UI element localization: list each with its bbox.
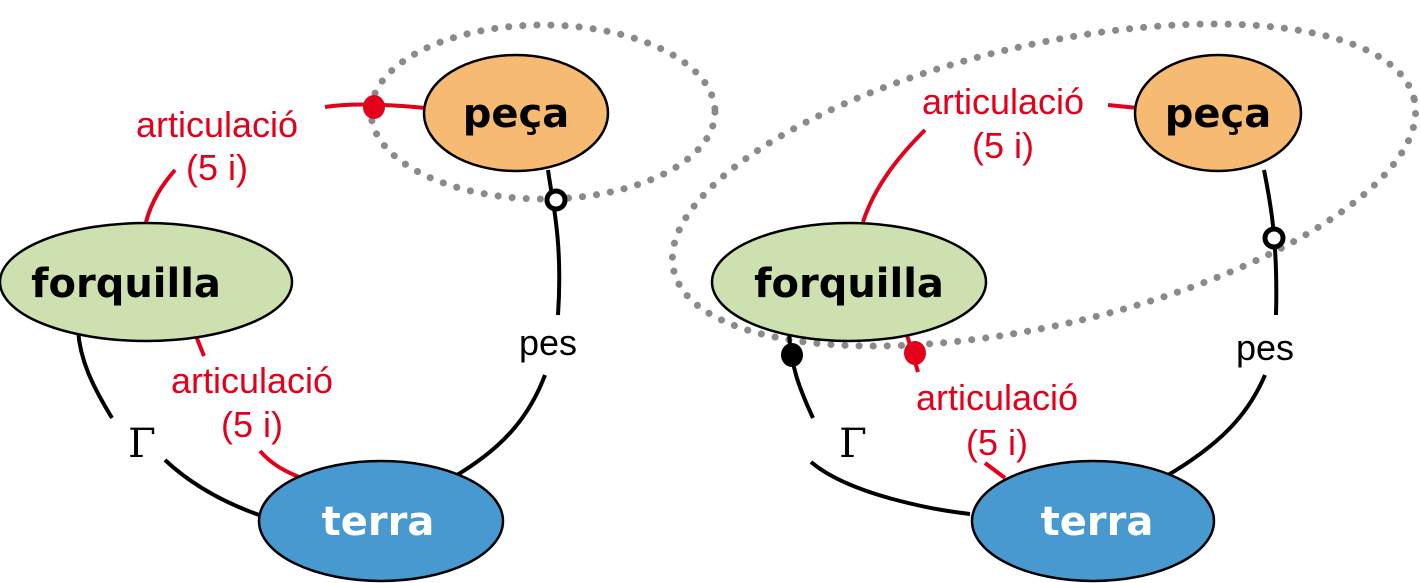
right-gamma-edge-bottom-segment	[809, 460, 971, 516]
right-joint-dot-red	[904, 341, 926, 365]
left-node-terra-label: terra	[322, 499, 435, 545]
right-boundary-dotted	[668, 20, 1420, 350]
left-top-joint-label-line2: (5 i)	[186, 147, 248, 188]
right-diagram: peça forquilla terra articulació (5 i) a…	[668, 20, 1420, 583]
right-node-peca: peça	[1133, 53, 1303, 173]
right-node-terra-label: terra	[1041, 499, 1154, 545]
right-top-joint-label-line2: (5 i)	[972, 125, 1034, 166]
left-weight-edge-lower	[450, 374, 547, 480]
right-bottom-joint-edge-down	[983, 461, 1007, 480]
right-node-terra: terra	[970, 459, 1216, 583]
right-gamma-edge-upper	[787, 329, 815, 419]
left-node-terra: terra	[257, 459, 505, 583]
right-weight-label: pes	[1236, 327, 1294, 368]
left-boundary-dotted	[367, 21, 719, 203]
right-open-circle-icon	[1262, 226, 1286, 250]
left-bottom-joint-edge-down	[258, 449, 303, 480]
left-gamma-edge-lower	[163, 458, 263, 518]
right-bottom-joint-label-line2: (5 i)	[966, 422, 1028, 463]
left-weight-edge-upper	[546, 169, 562, 316]
left-open-circle-icon	[544, 188, 568, 212]
left-bottom-joint-label-line1: articulació	[171, 360, 333, 401]
right-top-joint-edge-right	[1107, 103, 1139, 110]
right-bottom-joint-label-line1: articulació	[916, 377, 1078, 418]
right-weight-edge-upper	[1262, 169, 1279, 316]
left-top-joint-edge-down	[144, 168, 177, 223]
left-node-forquilla-label: forquilla	[31, 261, 221, 307]
left-gamma-label: Γ	[128, 421, 156, 467]
right-node-forquilla-label: forquilla	[754, 261, 944, 307]
left-bottom-joint-label-line2: (5 i)	[221, 404, 283, 445]
right-node-forquilla: forquilla	[710, 221, 988, 343]
left-joint-dot-red	[363, 95, 385, 119]
right-weight-edge-lower	[1161, 374, 1267, 480]
left-gamma-edge-upper	[76, 329, 114, 420]
right-top-joint-edge-down	[861, 128, 927, 223]
right-node-peca-label: peça	[1165, 91, 1271, 137]
left-diagram: peça forquilla terra articulació (5 i) a…	[0, 21, 719, 583]
left-node-peca-label: peça	[463, 91, 569, 137]
right-joint-dot-black	[781, 343, 803, 367]
left-bottom-joint-edge-up	[194, 335, 206, 357]
right-top-joint-label-line1: articulació	[922, 81, 1084, 122]
right-gamma-label: Γ	[839, 421, 867, 467]
left-weight-label: pes	[519, 322, 577, 363]
left-node-peca: peça	[422, 53, 610, 173]
left-top-joint-label-line1: articulació	[136, 104, 298, 145]
left-node-forquilla: forquilla	[0, 221, 294, 343]
